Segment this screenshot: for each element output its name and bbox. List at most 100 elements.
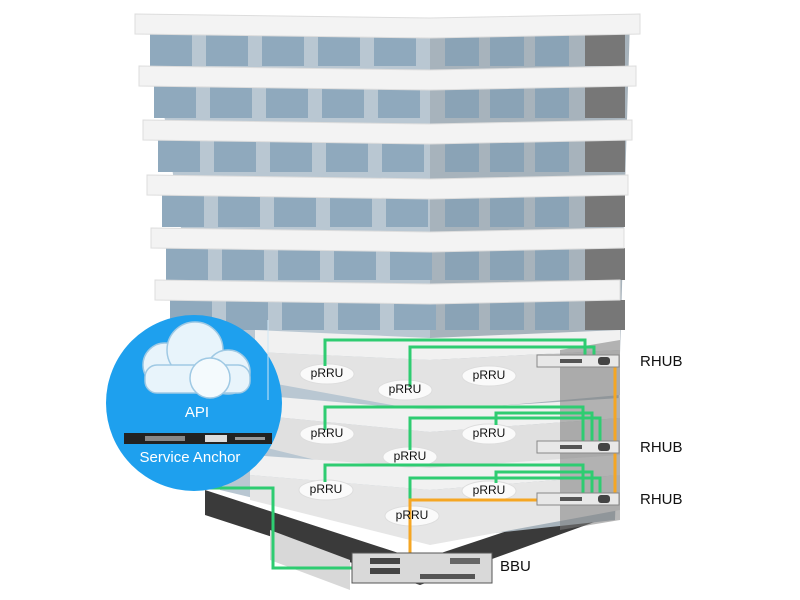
prru-label: pRRU: [394, 449, 427, 463]
window: [585, 86, 625, 118]
window: [535, 86, 569, 118]
window: [445, 248, 479, 280]
rhub-label: RHUB: [640, 439, 683, 456]
window: [585, 195, 625, 227]
floor-slab: [150, 227, 625, 253]
window: [274, 195, 316, 227]
service-anchor-server-icon: [124, 433, 272, 444]
window: [490, 86, 524, 118]
fiber-line: [408, 345, 596, 387]
window: [378, 86, 420, 118]
window: [445, 300, 479, 330]
window: [585, 34, 625, 66]
window: [535, 195, 569, 227]
window: [390, 248, 432, 280]
building-floors: [134, 13, 641, 330]
window: [278, 248, 320, 280]
anchor-to-bbu-line: [194, 486, 354, 570]
window: [322, 86, 364, 118]
api-label: API: [185, 404, 209, 421]
window: [330, 195, 372, 227]
window: [535, 140, 569, 172]
window: [338, 300, 380, 330]
service-anchor-label: Service Anchor: [140, 449, 241, 466]
entrance-steps: [270, 530, 350, 590]
window: [490, 195, 524, 227]
window: [535, 300, 569, 330]
window: [445, 86, 479, 118]
prru-disc: [461, 365, 517, 387]
window: [490, 248, 524, 280]
prru-disc: [384, 505, 440, 527]
floor-slab: [138, 65, 637, 91]
window: [150, 34, 192, 66]
cloud-icon: [142, 321, 251, 399]
fiber-line: [494, 470, 594, 498]
prru-label: pRRU: [473, 426, 506, 440]
rhub-label: RHUB: [640, 491, 683, 508]
window: [318, 34, 360, 66]
fiber-line: [323, 463, 585, 498]
rhub-device: [536, 492, 620, 506]
floor-slab: [146, 174, 629, 200]
prru-label: pRRU: [310, 482, 343, 496]
floor-slab: [134, 13, 641, 39]
prru-disc: [377, 379, 433, 401]
window: [210, 86, 252, 118]
window: [266, 86, 308, 118]
window: [326, 140, 368, 172]
window: [166, 248, 208, 280]
floor-slab: [154, 279, 621, 305]
prru-disc: [299, 363, 355, 385]
fiber-lines: [194, 338, 602, 570]
prru-label: pRRU: [396, 508, 429, 522]
window: [218, 195, 260, 227]
floor: [150, 227, 625, 280]
window: [535, 248, 569, 280]
rhub-cascade-lines: [408, 360, 617, 557]
rhub-label: RHUB: [640, 353, 683, 370]
prru-label: pRRU: [473, 368, 506, 382]
window: [162, 195, 204, 227]
window: [206, 34, 248, 66]
service-anchor-bubble: [106, 315, 282, 491]
window: [490, 140, 524, 172]
prru-label: pRRU: [311, 426, 344, 440]
prru-disc: [461, 423, 517, 445]
fiber-line: [323, 405, 585, 447]
floor: [146, 174, 629, 227]
window: [445, 140, 479, 172]
window: [490, 34, 524, 66]
prru-label: pRRU: [473, 483, 506, 497]
prru-label: pRRU: [311, 366, 344, 380]
window: [282, 300, 324, 330]
rhub-group: [536, 354, 620, 506]
window: [394, 300, 436, 330]
floor: [134, 13, 641, 66]
fiber-line: [323, 338, 587, 366]
window: [214, 140, 256, 172]
rhub-device: [536, 440, 620, 454]
window: [585, 248, 625, 280]
rhub-device: [536, 354, 620, 368]
window: [222, 248, 264, 280]
fiber-line: [408, 416, 602, 450]
floor: [142, 119, 633, 172]
window: [490, 300, 524, 330]
window: [374, 34, 416, 66]
window: [445, 195, 479, 227]
floor: [138, 65, 637, 118]
bbu-device: [351, 552, 493, 584]
rhub-labels: RHUB RHUB RHUB: [640, 353, 683, 508]
window: [334, 248, 376, 280]
window: [262, 34, 304, 66]
window: [158, 140, 200, 172]
window: [445, 34, 479, 66]
bbu-label: BBU: [500, 558, 531, 575]
window: [585, 140, 625, 172]
fiber-line: [494, 411, 594, 447]
window: [386, 195, 428, 227]
